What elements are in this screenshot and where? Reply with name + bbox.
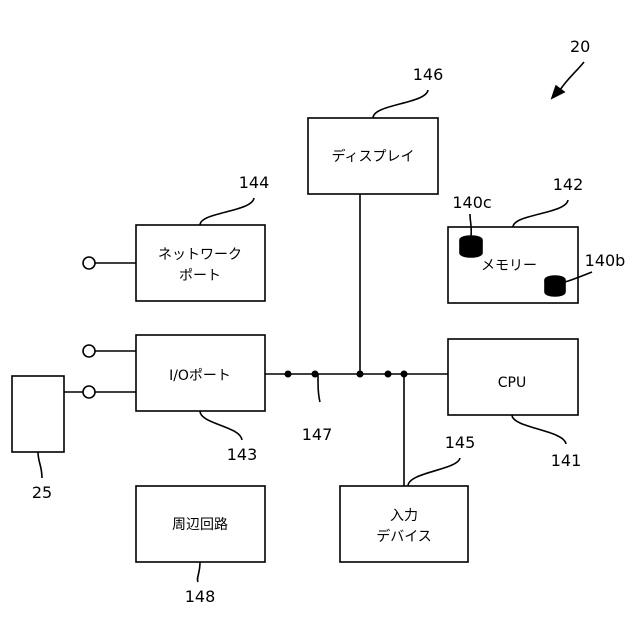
bus-junction-dot [385,371,392,378]
external-device-ref: 25 [32,483,52,502]
input-device-ref: 145 [445,433,476,452]
io-port-block: I/Oポート 143 [136,335,265,464]
network-bus-line [265,263,315,374]
peripheral-bus-line [265,374,288,522]
cpu-label: CPU [498,375,526,391]
io-port-ref: 143 [227,445,258,464]
io-terminal [83,345,95,357]
leader-line [513,200,568,227]
storage-b-ref: 140b [585,251,626,270]
storage-c-icon [460,236,482,257]
memory-block: メモリー 142 140c 140b [448,175,625,303]
network-port-label: ネットワーク [158,247,242,263]
storage-b-icon [545,276,565,296]
input-device-label: 入力 [390,508,418,524]
peripheral-label: 周辺回路 [172,517,228,533]
peripheral-block: 周辺回路 148 [136,486,265,606]
io-terminal [83,386,95,398]
network-terminal [83,257,95,269]
leader-line [318,374,320,402]
network-port-block: ネットワーク ポート 144 [136,173,269,301]
io-port-label: I/Oポート [169,368,231,384]
bus-junction-dot [285,371,292,378]
bus-ref: 147 [302,425,333,444]
leader-line [200,411,242,440]
figure-arrow [560,62,584,90]
bus-junction-dot [401,371,408,378]
leader-line [38,452,42,478]
cpu-ref: 141 [551,451,582,470]
network-port-ref: 144 [239,173,270,192]
memory-bus-line [388,266,448,374]
memory-ref: 142 [553,175,584,194]
leader-line [197,562,200,582]
peripheral-ref: 148 [185,587,216,606]
network-port-label: ポート [179,268,221,284]
bus-junction-dot [357,371,364,378]
input-device-block: 入力 デバイス 145 [340,433,475,562]
memory-label: メモリー [481,258,537,274]
leader-line [373,90,428,118]
leader-line [512,415,566,444]
figure-number: 20 [570,37,590,56]
external-device-block: 25 [12,376,64,502]
display-block: ディスプレイ 146 [308,65,443,194]
display-ref: 146 [413,65,444,84]
leader-line [408,458,460,486]
input-device-label: デバイス [376,528,432,545]
storage-c-ref: 140c [452,193,491,212]
leader-line [200,198,254,225]
display-label: ディスプレイ [331,148,414,165]
